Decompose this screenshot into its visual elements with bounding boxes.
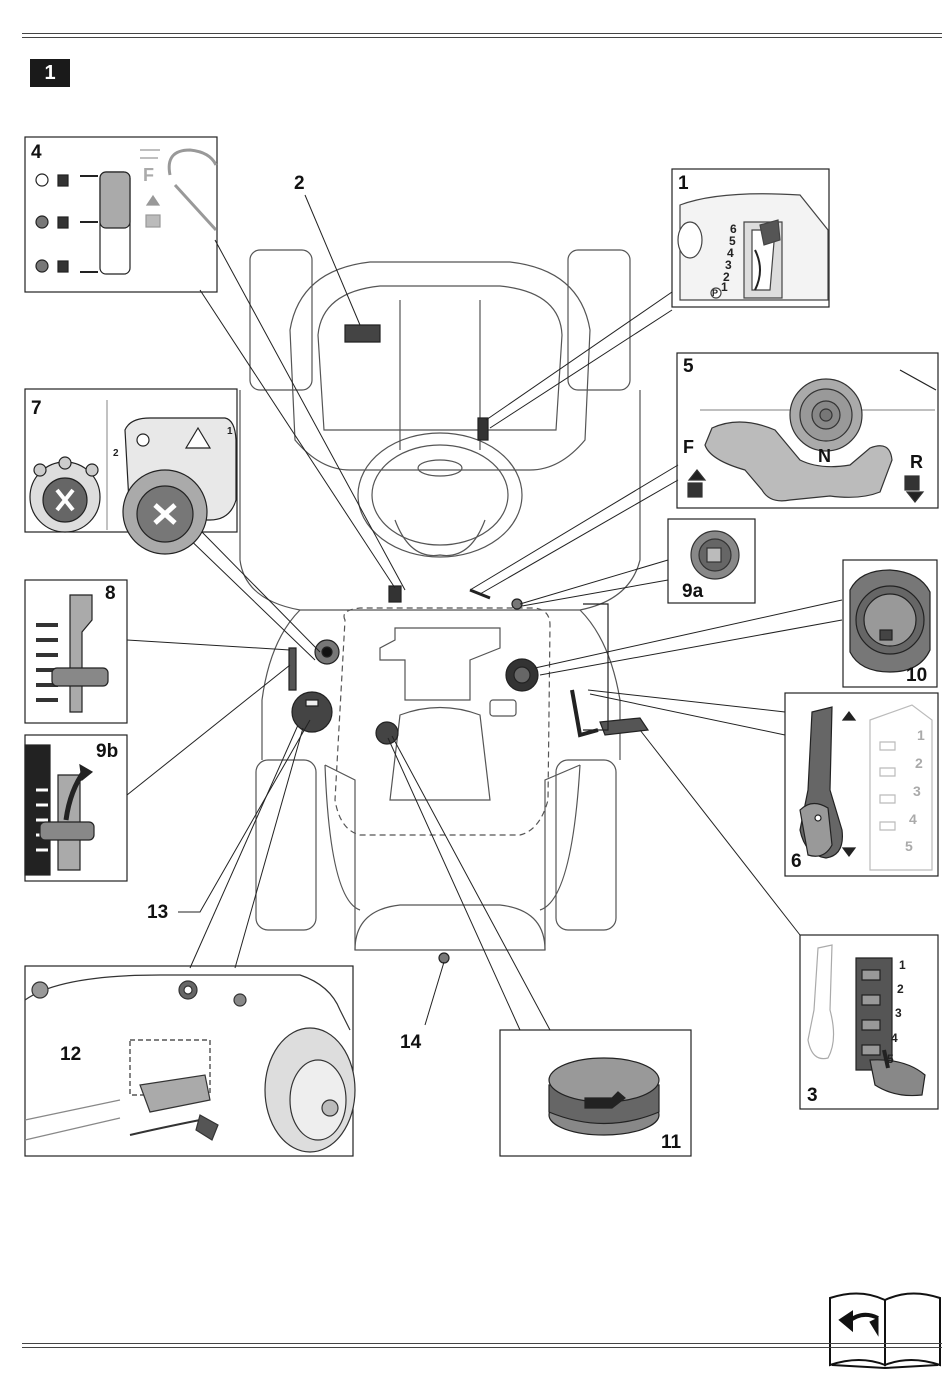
inset3-height-1: 1 [899, 958, 906, 972]
inset3-height-4: 4 [891, 1031, 898, 1045]
callout-14: 14 [400, 1033, 421, 1053]
callout-10: 10 [906, 666, 927, 686]
inset6-height-3: 3 [913, 783, 921, 799]
inset6-height-4: 4 [909, 811, 917, 827]
inset-9a-button [691, 531, 739, 579]
inset-3-height-lever [808, 945, 925, 1096]
bottom-rule-double [22, 1347, 942, 1348]
callout-11: 11 [661, 1133, 681, 1153]
gear-1: 1 [721, 280, 728, 294]
callout-9b: 9b [96, 742, 118, 762]
callout-2: 2 [294, 174, 305, 194]
callout-6: 6 [791, 852, 802, 872]
inset3-height-5: 5 [887, 1052, 894, 1066]
inset5-neutral-letter: N [818, 446, 831, 466]
inset6-height-1: 1 [917, 727, 925, 743]
bottom-rule [22, 1343, 942, 1344]
callout-12: 12 [60, 1045, 81, 1065]
oil-cap-icon [549, 1058, 659, 1135]
inset4-forward-letter: F [143, 165, 154, 185]
dashboard-controls [289, 325, 648, 963]
inset-8-lever [36, 595, 108, 712]
key-position-1: 1 [227, 426, 233, 437]
inset-7-ignition [30, 400, 236, 554]
callout-9a: 9a [682, 582, 703, 602]
inset6-height-2: 2 [915, 755, 923, 771]
callout-8: 8 [105, 584, 116, 604]
inset5-forward-letter: F [683, 437, 694, 457]
inset6-height-5: 5 [905, 838, 913, 854]
callout-3: 3 [807, 1086, 818, 1106]
inset3-height-3: 3 [895, 1006, 902, 1020]
callout-1: 1 [678, 174, 689, 194]
callout-4: 4 [31, 143, 42, 163]
callout-13: 13 [147, 903, 168, 923]
inset-4-throttle [36, 150, 216, 274]
callout-5: 5 [683, 357, 694, 377]
callout-7: 7 [31, 399, 42, 419]
inset5-reverse-letter: R [910, 452, 923, 472]
inset3-height-2: 2 [897, 982, 904, 996]
gear-p: P [712, 288, 718, 298]
inset-9b-lever [25, 745, 94, 875]
inset-5-pedal [688, 370, 936, 502]
book-return-icon [830, 1293, 940, 1368]
key-position-2: 2 [113, 448, 119, 459]
inset-1-gear-selector [678, 194, 828, 300]
fuel-cap-icon [850, 570, 930, 672]
